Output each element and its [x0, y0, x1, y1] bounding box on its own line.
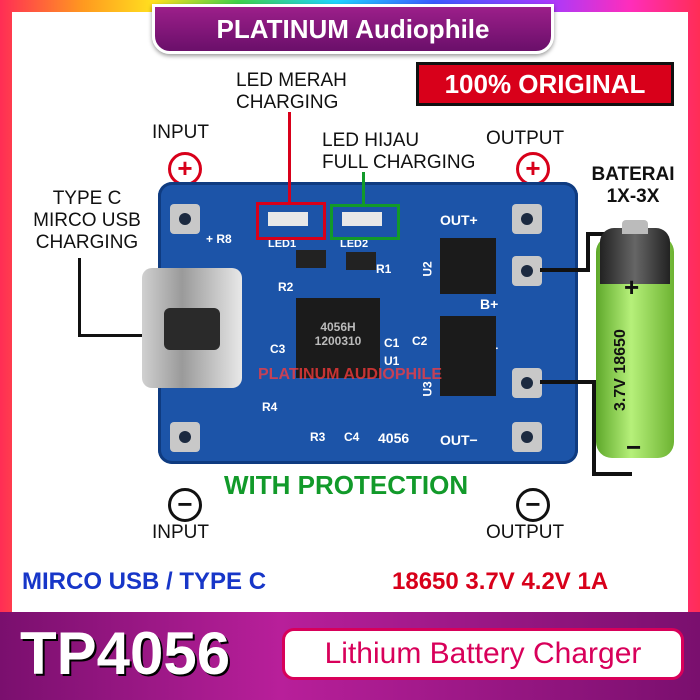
input-minus-icon: −	[168, 488, 202, 522]
u1-print: U1	[384, 354, 400, 368]
usb-c-connector	[142, 268, 242, 388]
c4-print: C4	[344, 430, 360, 444]
watermark: PLATINUM AUDIOPHILE	[258, 366, 442, 383]
led-red-label: LED MERAH CHARGING	[236, 70, 347, 113]
b-minus-wire-down	[592, 380, 596, 476]
protection-ic	[440, 238, 496, 294]
input-minus-pad	[170, 422, 200, 452]
b-minus-wire-bottom	[592, 472, 632, 476]
output-minus-icon: −	[516, 488, 550, 522]
battery-minus-icon: −	[626, 432, 642, 462]
model-title: TP4056	[20, 620, 231, 687]
r2-print: R2	[278, 280, 294, 294]
protection-label: WITH PROTECTION	[224, 470, 469, 500]
r1-print: R1	[376, 262, 392, 276]
out-plus-pad	[512, 204, 542, 234]
c3-print: C3	[270, 342, 286, 356]
type-c-pointer-horizontal	[78, 334, 178, 337]
battery-plus-icon: +	[624, 272, 640, 302]
battery-qty-label: BATERAI 1X-3X	[591, 164, 675, 207]
c2-print: C2	[412, 334, 428, 348]
output-bottom-label: OUTPUT	[486, 522, 565, 543]
led-green-label: LED HIJAU FULL CHARGING	[322, 130, 476, 173]
brand-banner: PLATINUM Audiophile	[152, 4, 554, 54]
led1-print: LED1	[268, 238, 297, 250]
output-plus-icon: +	[516, 152, 550, 186]
b-plus-pad	[512, 256, 542, 286]
out-minus-print: OUT−	[440, 432, 478, 448]
c1-print: C1	[384, 336, 400, 350]
b-minus-wire	[540, 380, 596, 384]
mosfet-chip	[440, 316, 496, 396]
battery-positive-terminal	[622, 220, 648, 234]
battery-cap	[600, 228, 670, 284]
r8-print: + R8	[206, 232, 232, 246]
original-badge: 100% ORIGINAL	[416, 62, 674, 106]
led-green-pointer	[362, 172, 365, 206]
b-plus-wire	[540, 268, 588, 272]
input-plus-icon: +	[168, 152, 202, 186]
u2-print: U2	[420, 261, 435, 277]
input-plus-pad	[170, 204, 200, 234]
b-plus-wire-up	[586, 232, 590, 272]
battery-print: 3.7V 18650	[612, 329, 629, 411]
resistor-r1	[296, 250, 326, 268]
product-title: Lithium Battery Charger	[282, 628, 684, 680]
model-print: 4056	[378, 430, 410, 446]
b-plus-print: B+	[480, 296, 499, 312]
usb-c-port-icon	[164, 308, 220, 350]
led-green-highlight	[330, 204, 400, 240]
led-red-pointer	[288, 112, 291, 204]
led-red	[268, 212, 308, 226]
out-minus-pad	[512, 422, 542, 452]
led-green	[342, 212, 382, 226]
tp4056-chip: 4056H 1200310	[296, 298, 380, 378]
led-red-highlight	[256, 202, 326, 240]
r4-print: R4	[262, 400, 278, 414]
specs-label: 18650 3.7V 4.2V 1A	[392, 568, 609, 595]
type-c-label: TYPE C MIRCO USB CHARGING	[33, 188, 141, 253]
b-minus-pad	[512, 368, 542, 398]
connector-types-label: MIRCO USB / TYPE C	[22, 568, 267, 595]
type-c-pointer-vertical	[78, 258, 81, 336]
r3-print: R3	[310, 430, 326, 444]
out-plus-print: OUT+	[440, 212, 478, 228]
led2-print: LED2	[340, 238, 369, 250]
input-top-label: INPUT	[152, 122, 209, 143]
input-bottom-label: INPUT	[152, 522, 209, 543]
resistor-r2	[346, 252, 376, 270]
output-top-label: OUTPUT	[486, 128, 565, 149]
